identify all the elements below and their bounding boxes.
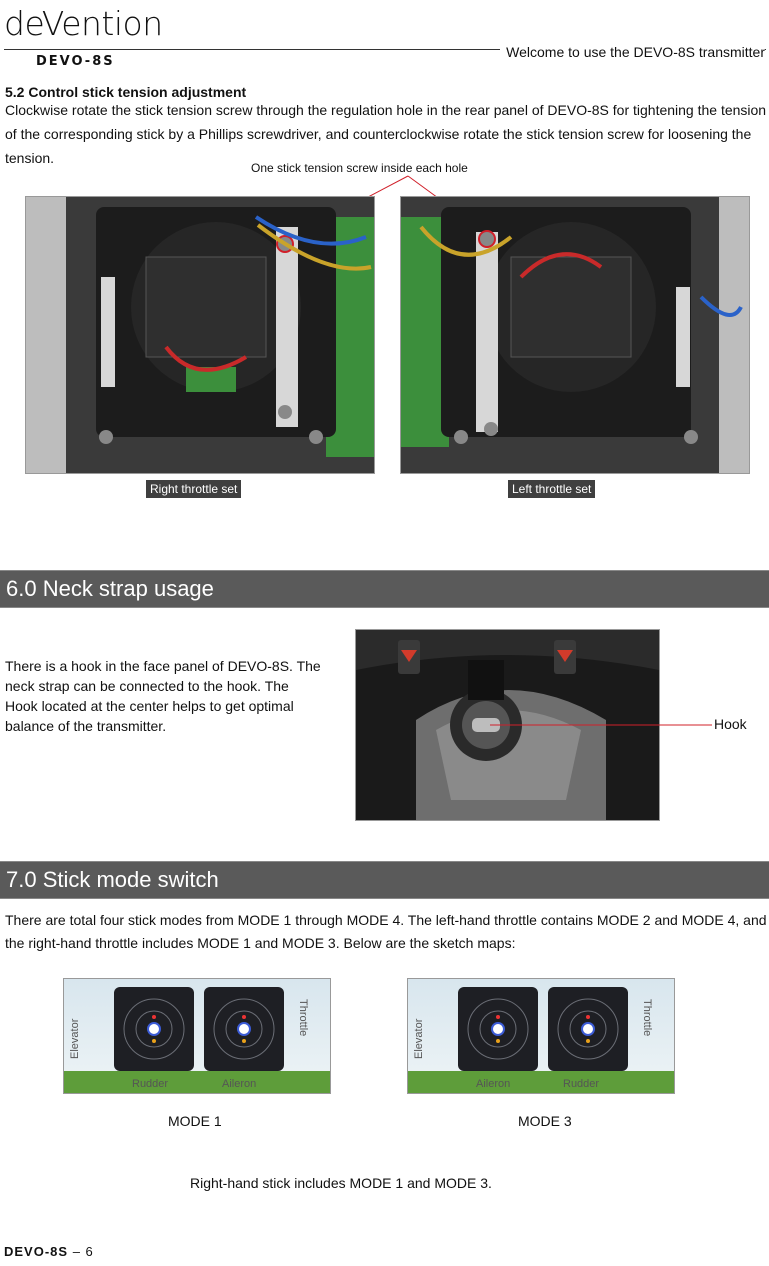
hook-label: Hook [714, 716, 747, 732]
caption-left-throttle: Left throttle set [508, 480, 596, 498]
mode1-throttle: Throttle [297, 999, 309, 1036]
mode1-rudder: Rudder [132, 1078, 168, 1090]
mode-note: Right-hand stick includes MODE 1 and MOD… [190, 1175, 492, 1191]
tension-callout: One stick tension screw inside each hole [251, 161, 468, 175]
logo-model: DEVO-8S [36, 54, 115, 69]
header-welcome: Welcome to use the DEVO-8S transmitter [500, 44, 765, 60]
brand-logo: deVention [4, 4, 163, 43]
right-throttle-photo [25, 196, 375, 474]
section-7-0-body: There are total four stick modes from MO… [5, 912, 767, 951]
section-6-0-body: There is a hook in the face panel of DEV… [5, 658, 321, 734]
section-7-0-bar: 7.0 Stick mode switch [0, 861, 769, 899]
mode1-label: MODE 1 [168, 1113, 222, 1129]
section-5-2-title: 5.2 Control stick tension adjustment [5, 84, 247, 100]
mode1-diagram: Elevator Throttle Rudder Aileron [63, 978, 331, 1094]
hook-callout-line [490, 724, 712, 726]
section-6-0-bar: 6.0 Neck strap usage [0, 570, 769, 608]
section-7-0-title: 7.0 Stick mode switch [6, 867, 219, 892]
footer-model: DEVO-8S [4, 1244, 69, 1259]
page-footer: DEVO-8S – 6 [4, 1244, 94, 1259]
mode3-aileron: Aileron [476, 1078, 510, 1090]
header-rule [4, 49, 766, 50]
page-number: 6 [85, 1244, 94, 1259]
mode3-elevator: Elevator [413, 1018, 425, 1059]
mode3-diagram: Elevator Throttle Aileron Rudder [407, 978, 675, 1094]
mode1-elevator: Elevator [69, 1018, 81, 1059]
mode3-label: MODE 3 [518, 1113, 572, 1129]
section-5-2-body: Clockwise rotate the stick tension screw… [5, 102, 767, 166]
mode3-rudder: Rudder [563, 1078, 599, 1090]
mode3-throttle: Throttle [641, 999, 653, 1036]
section-6-0-title: 6.0 Neck strap usage [6, 576, 214, 601]
caption-right-throttle: Right throttle set [146, 480, 242, 498]
left-throttle-photo [400, 196, 750, 474]
mode1-aileron: Aileron [222, 1078, 256, 1090]
